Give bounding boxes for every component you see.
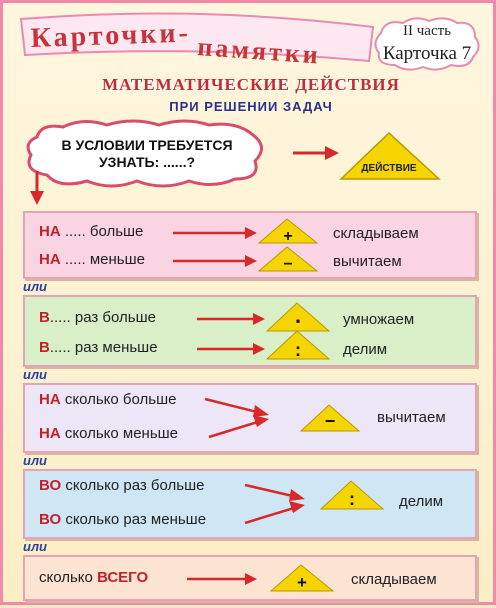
section-1-panel: НА ..... больше НА ..... меньше + − скла… [23, 211, 477, 279]
condition-cloud [26, 119, 263, 188]
minus-sign-2: − [325, 411, 336, 431]
section-2-panel: В..... раз больше В..... раз меньше ⋅ : … [23, 295, 477, 367]
divide-triangle [265, 330, 331, 360]
condition-line2: узнать: ......? [98, 154, 196, 170]
keyword: ВО [39, 477, 62, 494]
row-text: сколько раз больше [65, 477, 205, 494]
result-subtract: вычитаем [333, 253, 402, 270]
row-text: сколько раз меньше [65, 511, 207, 528]
section-2-row-1: В..... раз больше [39, 309, 156, 326]
action-triangle [339, 131, 441, 180]
keyword: В [39, 339, 50, 356]
section-5-panel: сколько ВСЕГО + складываем [23, 555, 477, 601]
keyword: ВО [39, 511, 62, 528]
arrow-1-head [245, 227, 257, 239]
separator-4: или [23, 539, 47, 554]
part-label: II часть [403, 23, 451, 39]
card-label: Карточка 7 [382, 43, 472, 64]
result-multiply: умножаем [343, 311, 415, 328]
arrow-7 [244, 483, 298, 499]
keyword: ВСЕГО [97, 569, 149, 586]
row-text: ..... раз меньше [49, 339, 158, 356]
condition-line1: В условии требуется [61, 137, 233, 153]
action-label: действие [361, 161, 416, 174]
condition-text: В условии требуется узнать: ......? [37, 137, 257, 171]
section-1-row-1: НА ..... больше [39, 223, 143, 240]
plus-triangle-2 [269, 564, 335, 592]
section-1-row-2: НА ..... меньше [39, 251, 145, 268]
plus-sign: + [283, 228, 292, 245]
divide-triangle-2 [319, 480, 385, 510]
intro-arrow-down-head [30, 191, 44, 205]
section-4-row-2: ВО сколько раз меньше [39, 511, 206, 528]
keyword: НА [39, 425, 61, 442]
result-divide: делим [343, 341, 388, 358]
result-add-2: складываем [351, 571, 437, 588]
intro-graphics: действие [26, 119, 441, 205]
subtitle-line1: Математические действия [102, 75, 400, 94]
arrow-8-head [289, 501, 305, 513]
section-4-panel: ВО сколько раз больше ВО сколько раз мен… [23, 469, 477, 539]
separator-2: или [23, 367, 47, 382]
arrow-2-head [245, 255, 257, 267]
row-text: ..... раз больше [49, 309, 156, 326]
result-subtract-2: вычитаем [377, 409, 446, 426]
minus-triangle-2 [299, 404, 361, 432]
row-text: сколько меньше [64, 425, 179, 442]
row-text: сколько [39, 569, 93, 586]
divide-sign-2: : [349, 489, 355, 509]
arrow-7-head [289, 489, 305, 501]
arrow-5 [204, 397, 262, 415]
arrow-8 [244, 505, 298, 525]
title-banner: Карточки- памятки [19, 12, 375, 70]
multiply-sign: ⋅ [295, 309, 302, 334]
section-3-panel: НА сколько больше НА сколько меньше − вы… [23, 383, 477, 453]
subtitle-line2: при решении задач [169, 99, 333, 114]
result-add: складываем [333, 225, 419, 242]
row-text: сколько больше [64, 391, 177, 408]
banner-ribbon [19, 12, 375, 63]
arrow-3-head [253, 313, 265, 325]
title-line1: Карточки- [30, 17, 191, 54]
plus-sign-2: + [297, 573, 307, 592]
plus-triangle [257, 218, 319, 244]
section-3-row-1: НА сколько больше [39, 391, 176, 408]
separator-1: или [23, 279, 47, 294]
arrow-9-head [245, 573, 257, 585]
row-text: ..... меньше [64, 251, 145, 268]
arrow-6 [208, 419, 262, 439]
section-4-row-1: ВО сколько раз больше [39, 477, 204, 494]
arrow-5-head [253, 405, 269, 417]
section-2-row-2: В..... раз меньше [39, 339, 158, 356]
section-5-row-1: сколько ВСЕГО [39, 569, 148, 586]
multiply-triangle [265, 302, 331, 332]
arrow-4-head [253, 343, 265, 355]
keyword: НА [39, 391, 61, 408]
part-badge: II часть Карточка 7 [371, 15, 483, 71]
result-divide-2: делим [399, 493, 444, 510]
divide-sign: : [295, 340, 301, 360]
keyword: НА [39, 223, 61, 240]
minus-triangle [257, 246, 319, 272]
section-3-row-2: НА сколько меньше [39, 425, 178, 442]
arrow-6-head [253, 415, 269, 427]
intro-arrow-right-head [325, 146, 339, 160]
row-text: ..... больше [64, 223, 144, 240]
separator-3: или [23, 453, 47, 468]
keyword: В [39, 309, 50, 326]
keyword: НА [39, 251, 61, 268]
minus-sign: − [283, 256, 292, 273]
badge-cloud [374, 17, 480, 71]
